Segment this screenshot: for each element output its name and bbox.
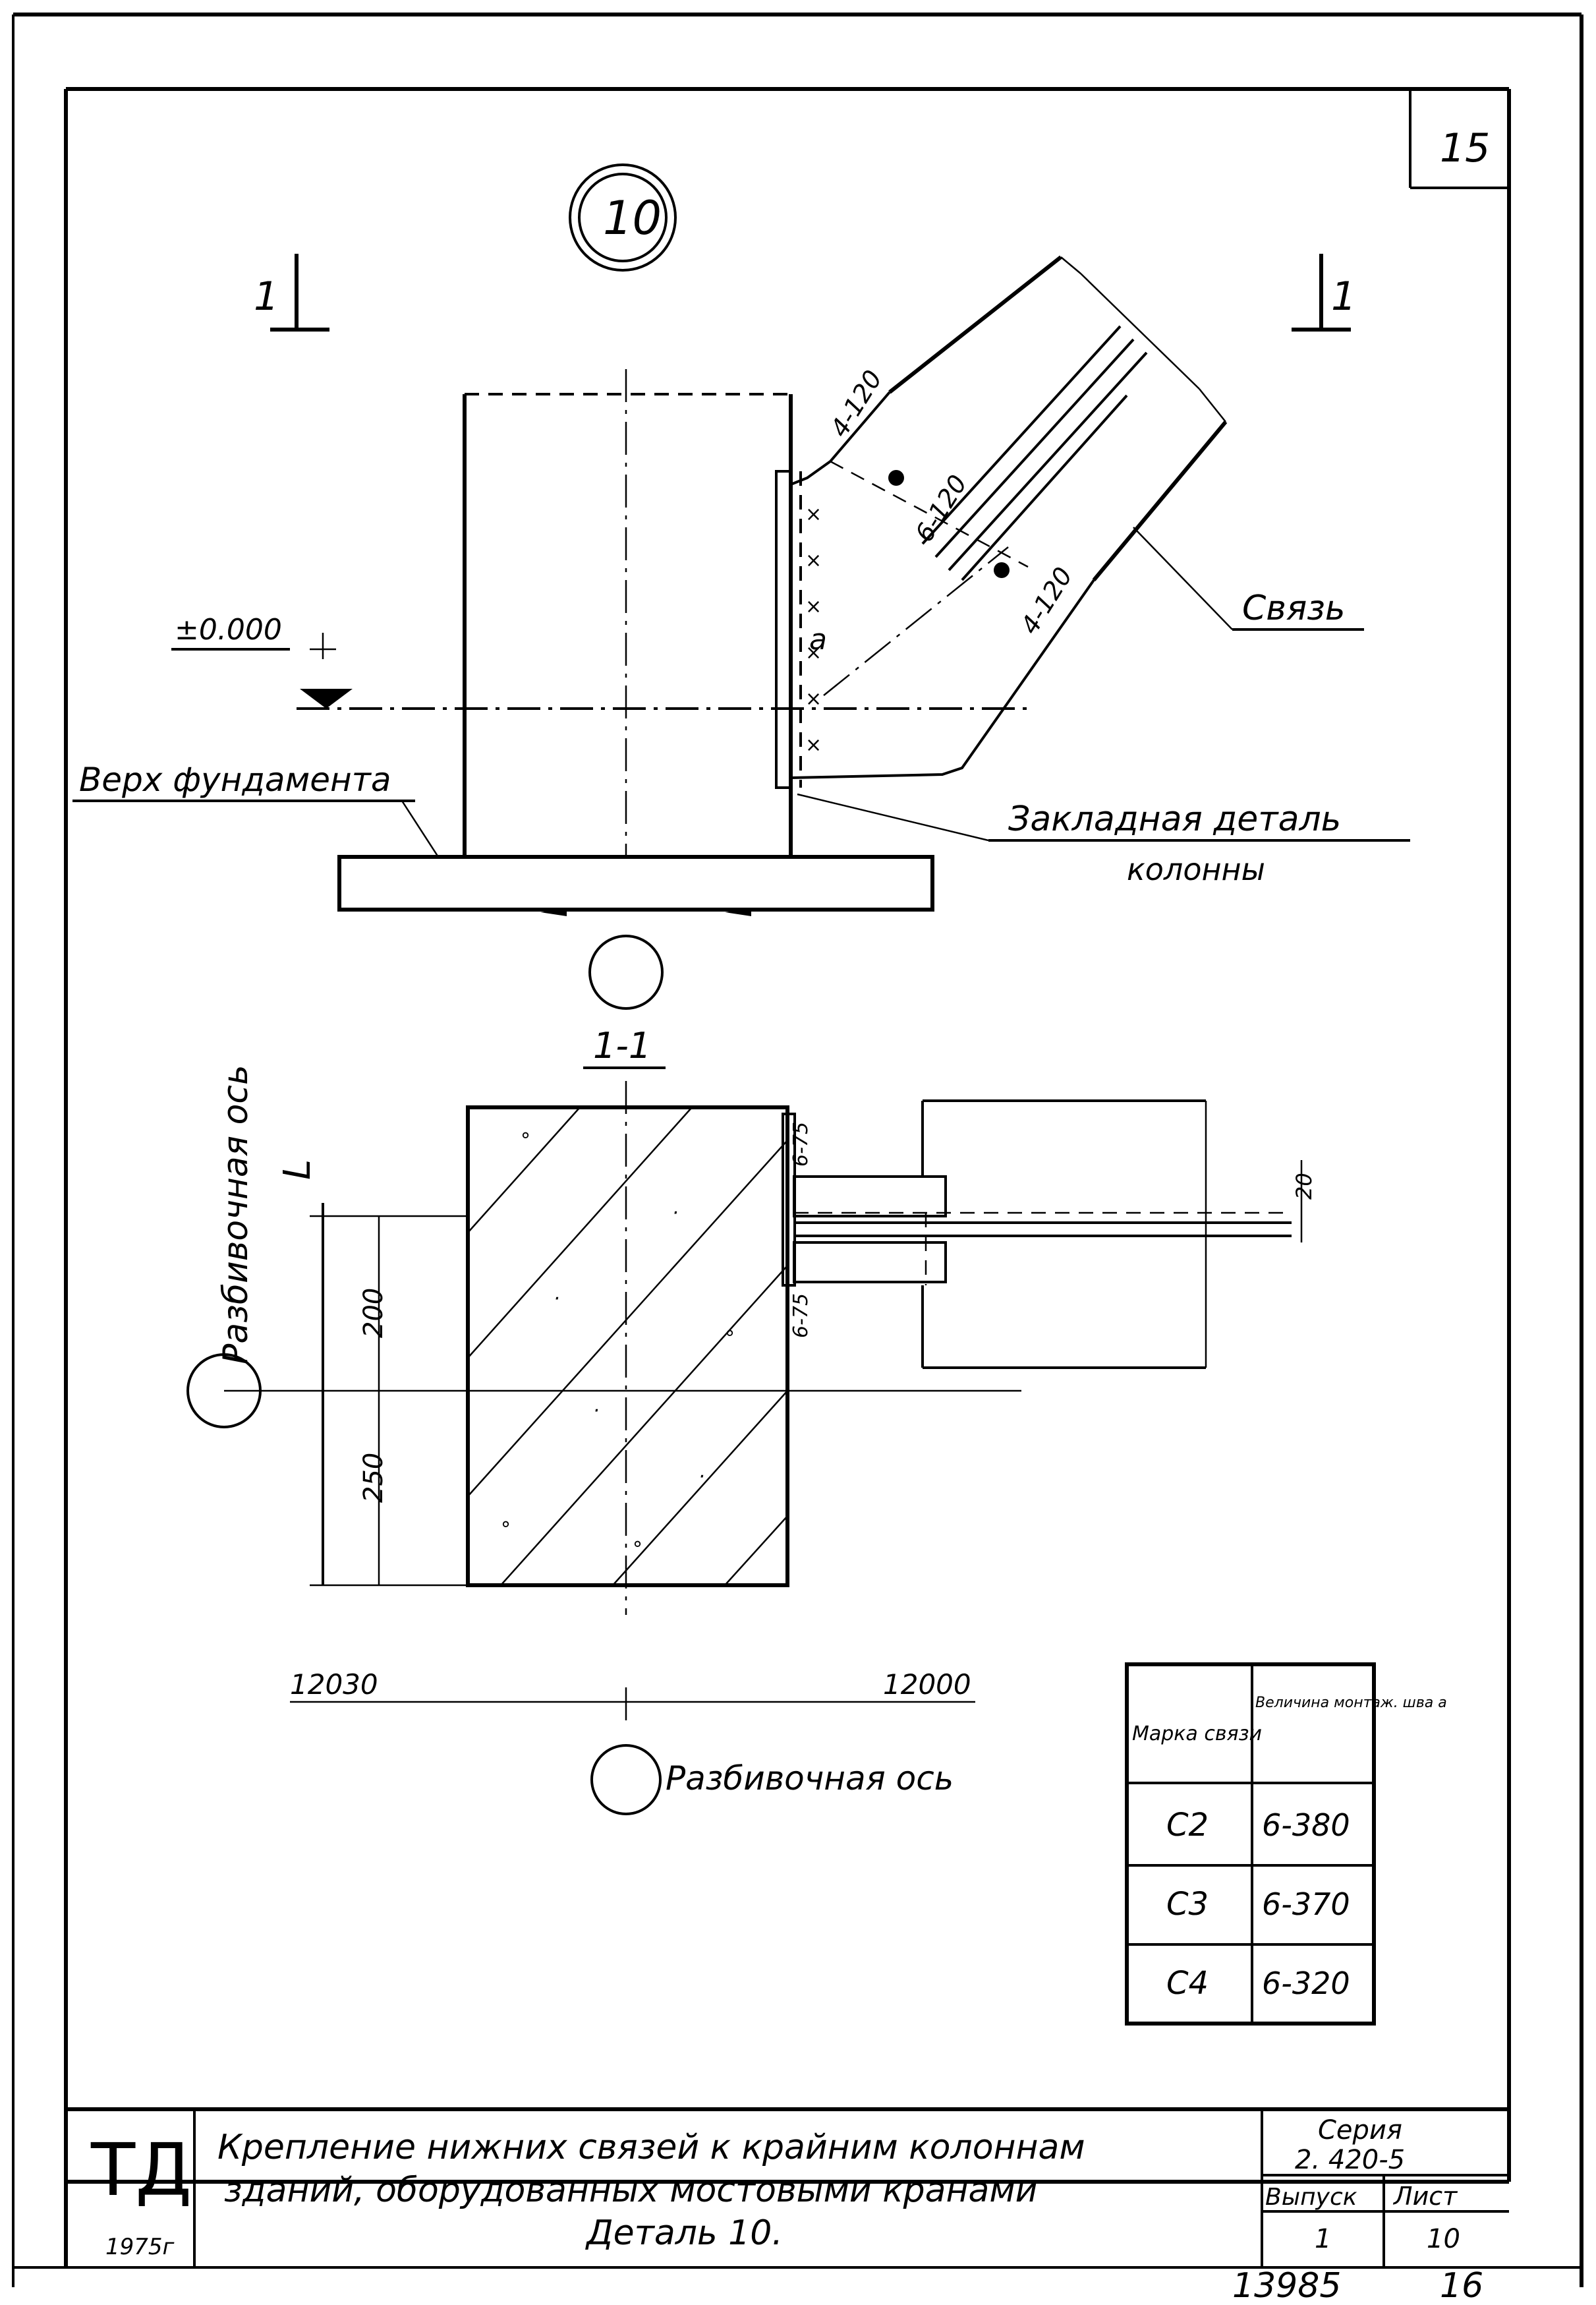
table-row-2-mark: С3	[1166, 1886, 1209, 1923]
title-line-3: Деталь 10.	[585, 2213, 783, 2253]
svg-text:°: °	[521, 1129, 530, 1152]
span-labels: 12030 12000 Разбивочная ось	[290, 1668, 975, 1815]
axis-vertical-label: Разбивочная ось	[216, 1065, 256, 1364]
weld-upper-label: 6-75	[789, 1122, 812, 1167]
span-right-label: 12000	[883, 1668, 971, 1701]
brace-label: Связь	[1242, 589, 1346, 628]
table-row-3-mark: С4	[1166, 1965, 1209, 2002]
embedded-part-leader: Закладная деталь колонны	[797, 793, 1410, 887]
table-header-col1: Марка связи	[1132, 1722, 1262, 1745]
svg-text:×: ×	[805, 687, 822, 711]
sheet-value: 10	[1427, 2224, 1460, 2254]
brace-leader: Связь	[1133, 527, 1364, 631]
logo: ТД	[90, 2128, 192, 2212]
svg-text:1: 1	[254, 274, 279, 320]
svg-text:·: ·	[554, 1287, 560, 1310]
svg-text:×: ×	[805, 641, 822, 664]
series-label: Серия	[1318, 2115, 1402, 2145]
svg-text:·: ·	[698, 1465, 705, 1488]
svg-text:·: ·	[672, 1202, 679, 1225]
dim-250-label: 250	[358, 1453, 389, 1503]
weld-table: Марка связи Величина монтаж. шва a С2 6-…	[1125, 1662, 1447, 2026]
title-year: 1975г	[105, 2234, 175, 2260]
svg-text:×: ×	[805, 734, 822, 757]
svg-text:1: 1	[1331, 274, 1356, 320]
detail-marker-number: 10	[603, 191, 662, 245]
section-mark-left: 1	[254, 254, 329, 332]
embedded-part-label-2: колонны	[1127, 852, 1265, 887]
table-row-1-mark: С2	[1166, 1807, 1209, 1844]
issue-value: 1	[1315, 2224, 1331, 2254]
brace-member	[888, 255, 1228, 581]
table-header-col2: Величина монтаж. шва a	[1255, 1695, 1447, 1711]
table-row-2-weld: 6-370	[1262, 1886, 1350, 1922]
sheet-label: Лист	[1392, 2182, 1458, 2211]
archive-number-text: 13985	[1232, 2266, 1341, 2305]
title-line-1: Крепление нижних связей к крайним колонн…	[217, 2128, 1085, 2167]
elevation-marker: ±0.000	[171, 613, 1035, 710]
gusset-plate	[790, 391, 1095, 779]
archive-page-text: 16	[1440, 2266, 1483, 2305]
foundation-top-label: Верх фундамента	[79, 761, 391, 799]
elevation-label: ±0.000	[175, 613, 282, 647]
table-row-1-weld: 6-380	[1262, 1807, 1350, 1843]
section-dimensions: 200 250 L	[276, 1159, 1021, 1587]
section-mark-right: 1	[1292, 254, 1356, 332]
concrete-section: ° · · ° · ° · °	[466, 1081, 796, 1615]
weld-a-label: a	[809, 623, 827, 656]
page-number-top: 15	[1440, 125, 1490, 171]
weld-bottom-label: 4-120	[1015, 562, 1078, 639]
sheet-border	[12, 13, 1583, 2287]
axis-vertical: Разбивочная ось	[186, 1065, 310, 1428]
series-value: 2. 420-5	[1295, 2145, 1405, 2175]
svg-text:×: ×	[805, 595, 822, 618]
section-brace: 20 6-75 6-75	[789, 1099, 1317, 1369]
section-title: 1-1	[583, 1025, 666, 1069]
section-title-text: 1-1	[593, 1025, 651, 1066]
archive-number: 13985 16	[1232, 2266, 1483, 2305]
svg-text:×: ×	[805, 549, 822, 572]
dim-right-label: 20	[1292, 1173, 1317, 1200]
svg-text:°: °	[501, 1518, 511, 1541]
table-row-3-weld: 6-320	[1262, 1966, 1350, 2001]
title-line-2: зданий, оборудованных мостовыми кранами	[224, 2171, 1037, 2210]
embedded-part-label-1: Закладная деталь	[1008, 800, 1341, 839]
issue-label: Выпуск	[1265, 2184, 1357, 2211]
svg-text:×: ×	[805, 503, 822, 526]
dim-200-label: 200	[358, 1288, 389, 1338]
axis-bottom-label: Разбивочная ось	[666, 1759, 954, 1797]
dim-L-label: L	[276, 1159, 319, 1180]
svg-text:°: °	[725, 1327, 735, 1350]
title-block: ТД 1975г Крепление нижних связей к крайн…	[13, 2107, 1582, 2269]
svg-text:·: ·	[593, 1399, 600, 1422]
weld-labels: 4-120 6-120 4-120 a	[809, 365, 1078, 656]
column-elevation: × × × × × ×	[337, 369, 934, 916]
detail-marker: 10	[569, 163, 677, 272]
svg-text:°: °	[633, 1538, 642, 1561]
axis-circle-mid	[588, 935, 664, 1010]
span-left-label: 12030	[290, 1668, 378, 1701]
foundation-top-leader: Верх фундамента	[72, 761, 440, 858]
page-number-box: 15	[1409, 89, 1509, 189]
weld-lower-label: 6-75	[789, 1293, 812, 1338]
